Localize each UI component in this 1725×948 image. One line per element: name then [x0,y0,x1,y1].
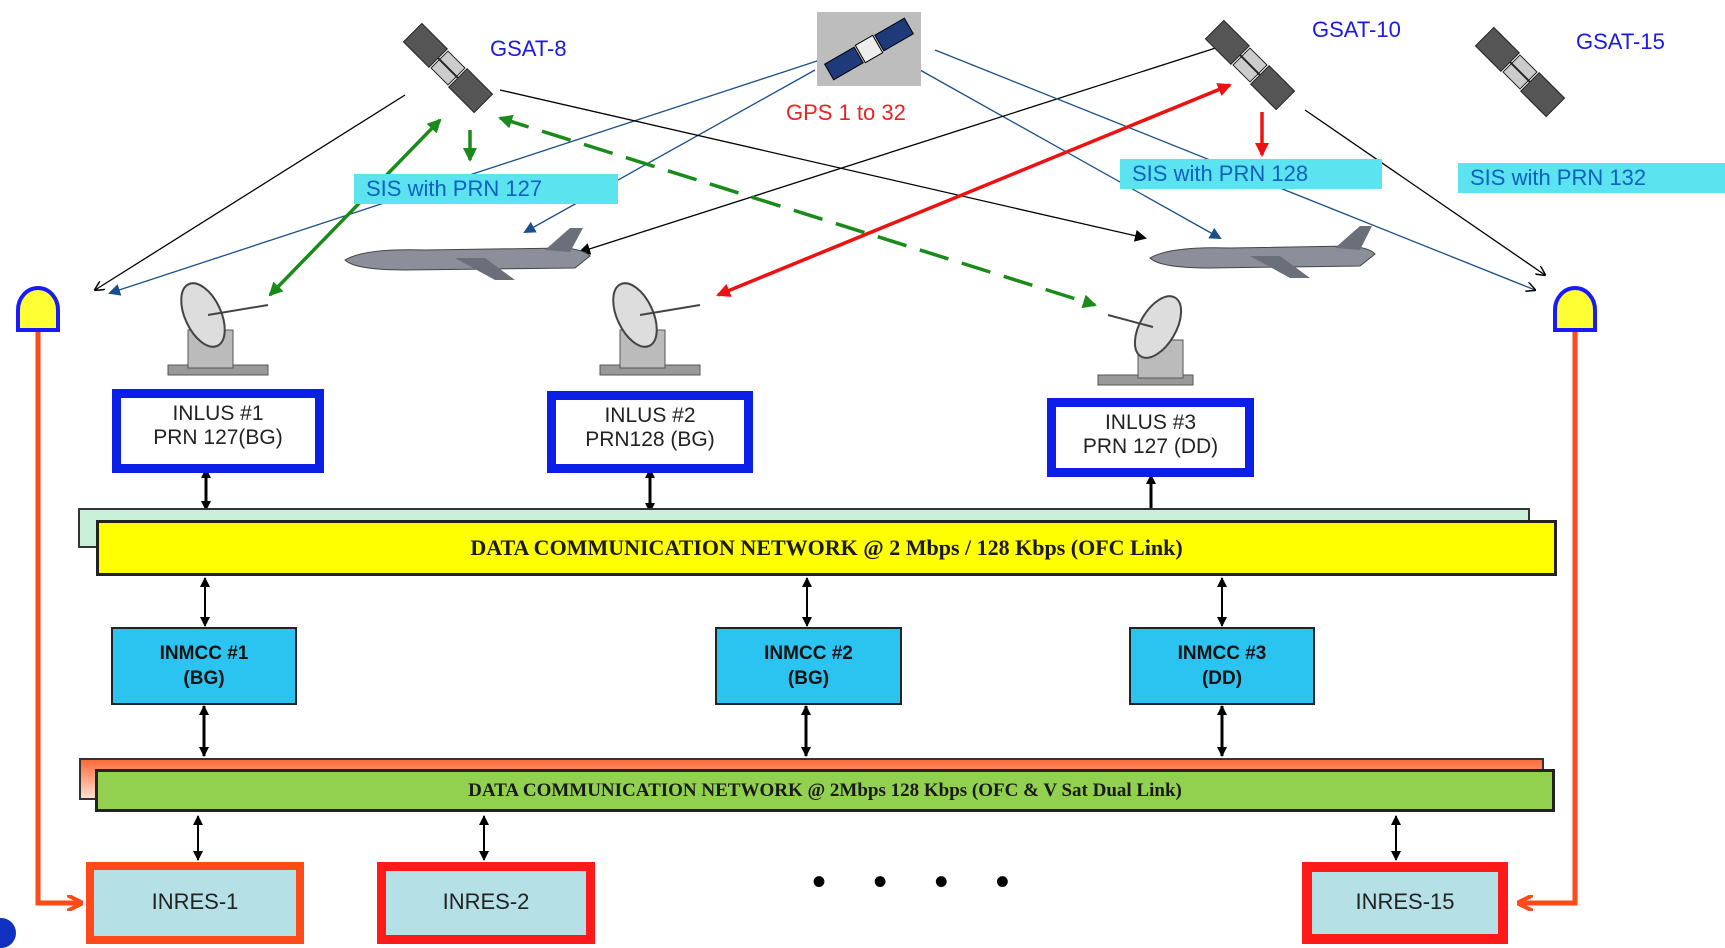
inres-2-box: INRES-2 [377,862,595,944]
gps-label: GPS 1 to 32 [786,100,906,125]
inmcc-3-site: (DD) [1201,668,1243,689]
gsat15-label: GSAT-15 [1576,29,1665,54]
inmcc-1-name: INMCC #1 [159,643,249,664]
inlus-3-prn: PRN 127 (DD) [1082,435,1219,458]
aircraft-icon [344,228,591,280]
sis-prn132-label: SIS with PRN 132 [1458,163,1725,193]
satellite-icon [1474,26,1566,118]
gsat10-label: GSAT-10 [1312,17,1401,42]
inlus-1-prn: PRN 127(BG) [153,426,283,449]
inres-15-box: INRES-15 [1302,862,1508,944]
inmcc-2-name: INMCC #2 [764,643,853,664]
inmcc-3-name: INMCC #3 [1177,643,1267,664]
inlus-3-box: INLUS #3 PRN 127 (DD) [1047,398,1254,477]
satellite-icon [817,12,921,86]
dish-antenna-icon [599,282,701,376]
sis-prn127-label: SIS with PRN 127 [354,174,618,204]
aircraft-icon [1149,226,1376,278]
inlus-2-prn: PRN128 (BG) [585,428,715,451]
ellipsis: • • • • [812,860,1028,904]
inlus-2-name: INLUS #2 [604,404,696,427]
inlus-3-name: INLUS #3 [1104,411,1197,434]
satellite-icon [1204,19,1296,111]
dish-antenna-icon [167,282,269,376]
inlus-2-box: INLUS #2 PRN128 (BG) [547,391,753,473]
inmcc-1-site: (BG) [183,668,225,689]
inmcc-3-box: INMCC #3 (DD) [1129,627,1315,705]
network-bottom-bar: DATA COMMUNICATION NETWORK @ 2Mbps 128 K… [95,769,1555,812]
inlus-1-name: INLUS #1 [172,402,264,425]
sis-prn128-label: SIS with PRN 128 [1120,159,1382,189]
inmcc-1-box: INMCC #1 (BG) [111,627,297,705]
network-top-bar: DATA COMMUNICATION NETWORK @ 2 Mbps / 12… [96,520,1557,576]
corner-dot [0,918,16,948]
satellite-icon [402,22,494,114]
dish-antenna-icon [1097,295,1194,386]
inres-1-box: INRES-1 [86,862,304,944]
inmcc-2-site: (BG) [787,668,830,689]
gsat8-label: GSAT-8 [490,36,567,61]
inmcc-2-box: INMCC #2 (BG) [715,627,902,705]
receiver-dome-right [1553,286,1597,332]
receiver-dome-left [16,286,60,332]
inlus-1-box: INLUS #1 PRN 127(BG) [112,389,324,473]
